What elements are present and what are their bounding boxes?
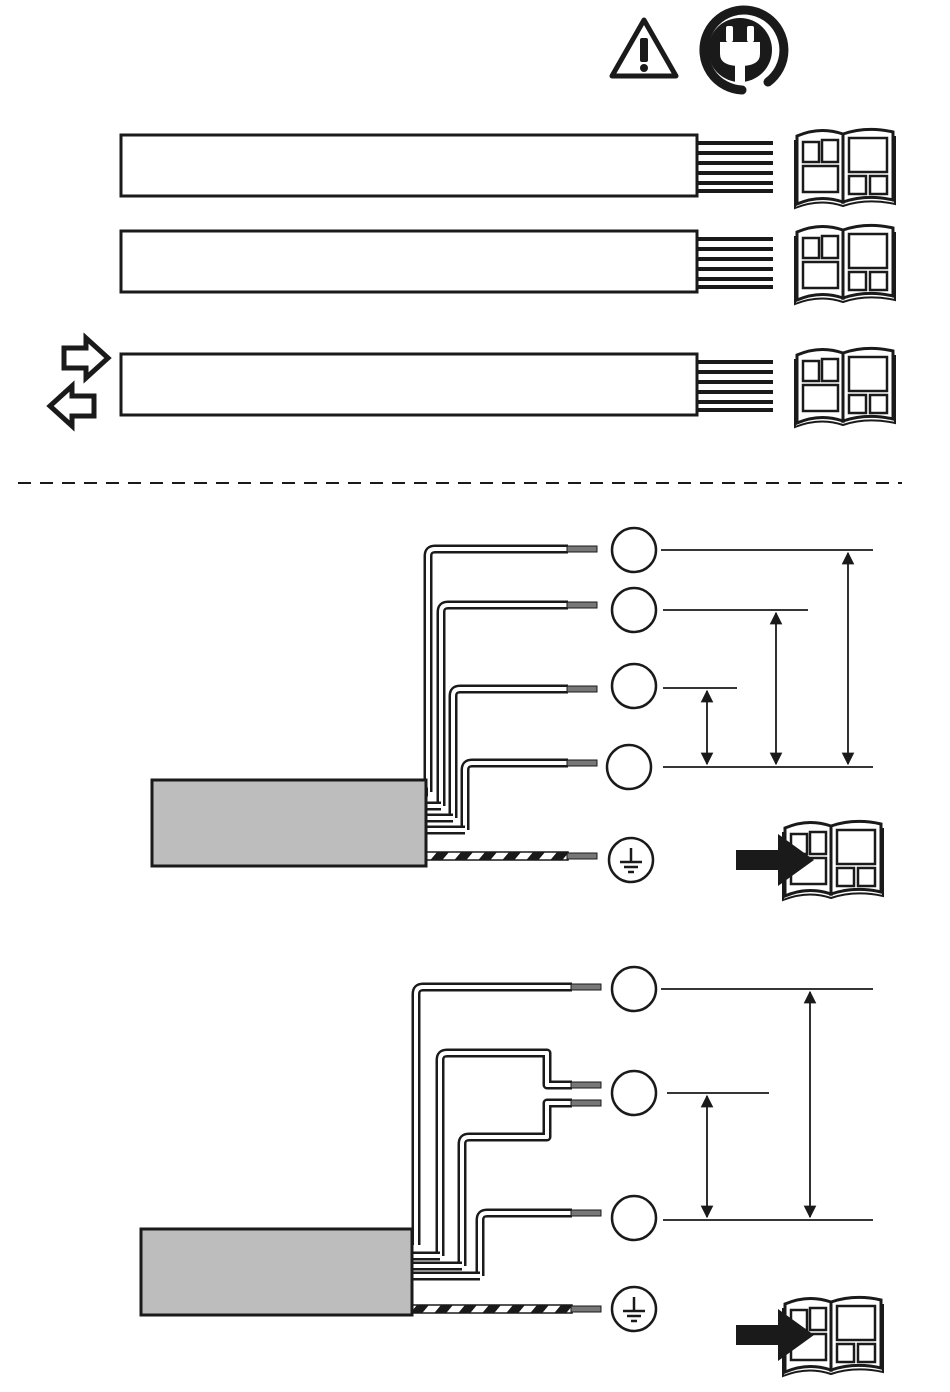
terminal: [612, 528, 656, 572]
device-block: [141, 1229, 412, 1315]
label-strip: [121, 225, 895, 304]
terminal: [607, 745, 651, 789]
dimension-lines: [661, 989, 873, 1220]
terminal: [612, 1071, 656, 1115]
wiring-diagram-1: [152, 528, 883, 900]
wires: [426, 546, 597, 860]
device-block: [152, 780, 426, 866]
wiring-diagram-2: [141, 967, 883, 1376]
manual-book-icon: [795, 348, 895, 427]
wires: [412, 984, 601, 1313]
manual-book-icon: [795, 225, 895, 304]
label-strip: [121, 348, 895, 427]
ground-icon: [612, 1287, 656, 1331]
mains-plug-icon: [704, 10, 784, 90]
swap-arrows-icon: [50, 338, 108, 426]
terminal: [612, 1196, 656, 1240]
terminal: [612, 967, 656, 1011]
dimension-lines: [661, 550, 873, 767]
terminal: [612, 588, 656, 632]
terminal: [612, 664, 656, 708]
manual-book-icon: [795, 129, 895, 208]
ground-icon: [609, 838, 653, 882]
label-strip: [121, 129, 895, 208]
warning-triangle-icon: [612, 20, 676, 76]
